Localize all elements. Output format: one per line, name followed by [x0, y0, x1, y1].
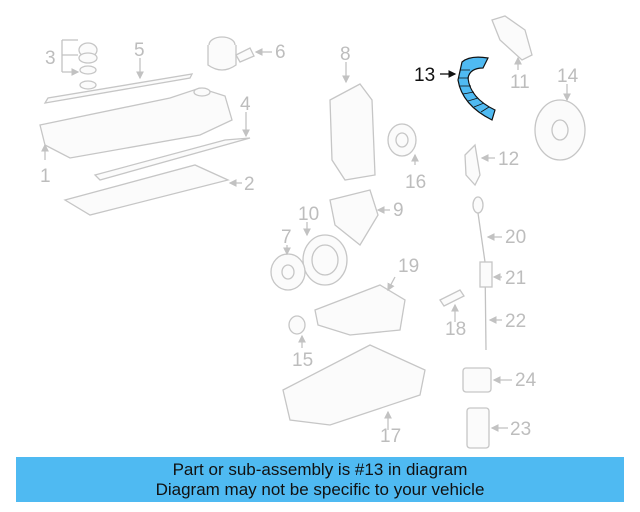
svg-text:22: 22	[505, 311, 526, 332]
info-banner: Part or sub-assembly is #13 in diagram D…	[16, 457, 624, 502]
part-21-dipstick-tube[interactable]: 21	[479, 261, 526, 289]
part-15-sprocket[interactable]: 15	[288, 315, 313, 371]
banner-line-1: Part or sub-assembly is #13 in diagram	[172, 459, 468, 479]
part-18-strainer[interactable]: 18	[439, 289, 466, 340]
svg-text:17: 17	[380, 426, 401, 447]
svg-text:21: 21	[505, 268, 526, 289]
part-19-baffle[interactable]: 19	[314, 256, 419, 336]
part-13-timing-belt-highlighted[interactable]: 13	[414, 56, 496, 121]
part-24-filter-housing[interactable]: 24	[462, 367, 537, 393]
svg-text:3: 3	[45, 48, 56, 69]
part-14-camshaft-sprocket[interactable]: 14	[534, 66, 586, 161]
svg-text:10: 10	[298, 204, 319, 225]
svg-text:5: 5	[134, 40, 145, 61]
svg-text:14: 14	[557, 66, 579, 87]
part-6-breather[interactable]: 6	[207, 36, 286, 71]
part-17-oil-pan[interactable]: 17	[282, 344, 426, 447]
part-9-cover[interactable]: 9	[329, 189, 404, 246]
svg-text:20: 20	[505, 227, 526, 248]
svg-text:1: 1	[40, 166, 51, 187]
svg-text:23: 23	[510, 419, 531, 440]
part-20-dipstick[interactable]: 20	[472, 196, 526, 351]
banner-line-2: Diagram may not be specific to your vehi…	[155, 479, 485, 499]
part-5-gasket[interactable]: 5	[43, 40, 194, 104]
part-3-oil-cap-seals[interactable]: 3	[45, 39, 98, 90]
svg-text:19: 19	[398, 256, 419, 277]
svg-text:12: 12	[498, 149, 519, 170]
part-1-valve-cover[interactable]: 1	[39, 87, 233, 187]
svg-text:7: 7	[281, 227, 292, 248]
part-16-tensioner[interactable]: 16	[387, 123, 426, 193]
svg-text:15: 15	[292, 350, 313, 371]
part-22-dipstick-guide[interactable]: 22	[488, 311, 526, 332]
part-7-crank-pulley[interactable]: 7	[270, 227, 306, 291]
part-11-upper-cover[interactable]: 11	[491, 15, 533, 93]
svg-text:13: 13	[414, 65, 435, 86]
part-8-timing-cover[interactable]: 8	[329, 44, 376, 181]
svg-text:6: 6	[275, 42, 286, 63]
part-12-rear-cover[interactable]: 12	[464, 143, 519, 187]
svg-text:9: 9	[393, 200, 404, 221]
part-10-flange[interactable]: 10	[298, 204, 348, 286]
svg-text:16: 16	[405, 172, 426, 193]
part-23-oil-filter[interactable]: 23	[466, 407, 531, 449]
svg-text:2: 2	[244, 174, 255, 195]
part-4-gasket[interactable]: 4	[93, 94, 251, 181]
svg-text:4: 4	[240, 94, 251, 115]
svg-text:18: 18	[445, 319, 466, 340]
parts-diagram: 3 5 6 1 4 2 8 16	[39, 15, 586, 449]
svg-text:24: 24	[515, 370, 537, 391]
svg-text:11: 11	[510, 72, 530, 93]
part-2-gasket[interactable]: 2	[63, 164, 255, 216]
svg-text:8: 8	[340, 44, 351, 65]
